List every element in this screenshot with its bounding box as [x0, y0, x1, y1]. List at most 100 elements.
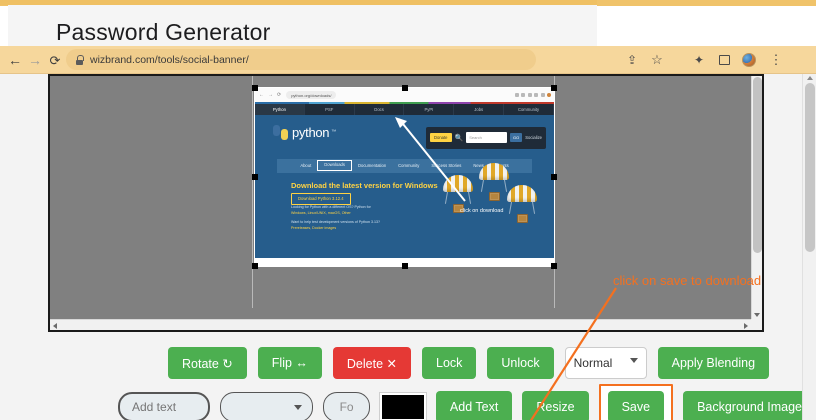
mini-icon-5 — [540, 93, 545, 97]
mini-icon-1 — [514, 93, 519, 97]
mini-browser-toolbar: ← → ⟳ python.org/downloads/ — [255, 88, 554, 102]
blend-mode-select-wrapper[interactable]: Normal — [564, 347, 647, 379]
page-vertical-scroll-thumb[interactable] — [805, 83, 815, 252]
browser-menu-icon[interactable]: ⋮ — [769, 52, 783, 67]
blend-mode-select[interactable]: Normal — [564, 347, 647, 379]
python-subnav-community: Community — [398, 162, 420, 168]
editor-canvas-area[interactable]: ← → ⟳ python.org/downloads/ — [48, 74, 764, 332]
extensions-puzzle-icon[interactable]: ✦ — [693, 53, 705, 67]
forward-icon[interactable]: → — [28, 52, 42, 68]
mini-avatar-icon — [547, 93, 551, 97]
mini-reload-icon: ⟳ — [277, 92, 282, 98]
font-size-input[interactable]: Fo — [323, 392, 371, 420]
python-color-bar — [255, 102, 554, 104]
python-logo-tm: ™ — [331, 128, 337, 135]
resize-handle-middle-left[interactable] — [252, 174, 258, 180]
python-nav-docs: Docs — [355, 103, 405, 115]
scrollbar-corner — [751, 319, 762, 330]
python-subtext-1: Looking for Python with a different OS? … — [291, 204, 371, 209]
python-nav-pypi: PyPI — [404, 103, 455, 115]
orange-annotation-text: click on save to download — [613, 273, 762, 288]
canvas-guide-left — [252, 76, 253, 308]
mini-toolbar-icons — [514, 93, 551, 97]
python-nav-python: Python — [255, 103, 305, 115]
canvas-horizontal-scrollbar[interactable] — [50, 319, 751, 330]
resize-handle-bottom-center[interactable] — [401, 263, 408, 269]
password-generator-overlay: Password Generator — [8, 5, 597, 46]
tab-strip-left-segment — [0, 0, 597, 5]
apply-blending-button[interactable]: Apply Blending — [657, 347, 770, 379]
mini-icon-4 — [534, 93, 538, 97]
resize-handle-top-center[interactable] — [401, 85, 408, 91]
python-top-nav: Python PSF Docs PyPI Jobs Community — [255, 103, 554, 115]
browser-tab-strip — [0, 0, 816, 6]
parachute-graphic-3 — [507, 184, 537, 223]
canvas-vertical-scroll-thumb[interactable] — [753, 77, 762, 253]
python-hero: python ™ Donate 🔍 Search GO Socialize — [255, 114, 554, 258]
search-icon: 🔍 — [454, 134, 464, 142]
mini-address-bar: python.org/downloads/ — [286, 91, 337, 99]
page-title: Password Generator — [56, 19, 271, 45]
selected-image[interactable]: ← → ⟳ python.org/downloads/ — [252, 85, 557, 269]
white-annotation-text: click on download — [460, 207, 504, 214]
reload-icon[interactable]: ⟳ — [49, 52, 61, 68]
back-icon[interactable]: ← — [8, 52, 22, 68]
background-image-button[interactable]: Background Image — [683, 391, 816, 420]
python-socialize-link: Socialize — [525, 135, 542, 140]
chevron-left-icon[interactable] — [53, 323, 57, 329]
python-subnav-success-stories: Success Stories — [431, 162, 462, 168]
python-sub-nav: About Downloads Documentation Community … — [277, 158, 532, 173]
flip-button[interactable]: Flip ↔ — [257, 347, 322, 379]
cast-icon[interactable] — [715, 51, 733, 69]
font-family-select[interactable] — [220, 392, 314, 420]
delete-button[interactable]: Delete ✕ — [332, 347, 411, 379]
canvas-workspace[interactable]: ← → ⟳ python.org/downloads/ — [50, 76, 761, 319]
resize-handle-top-left[interactable] — [252, 85, 258, 91]
chevron-up-icon[interactable] — [806, 76, 813, 80]
python-headline: Download the latest version for Windows — [291, 180, 438, 190]
add-text-button[interactable]: Add Text — [435, 391, 513, 420]
resize-button[interactable]: Resize — [522, 391, 589, 420]
chevron-down-icon[interactable] — [754, 313, 760, 317]
python-nav-community: Community — [504, 103, 554, 115]
avatar[interactable] — [740, 51, 758, 69]
resize-handle-middle-right[interactable] — [551, 174, 557, 180]
save-button-highlight: Save — [598, 384, 674, 420]
canvas-guide-right — [554, 76, 555, 308]
bookmark-star-icon[interactable]: ☆ — [651, 52, 663, 67]
mini-icon-2 — [521, 93, 525, 97]
share-icon[interactable]: ⇪ — [626, 53, 638, 67]
white-arrow-annotation — [395, 116, 466, 202]
python-subtext-4: Prereleases, Docker images — [291, 225, 337, 230]
address-bar-url: wizbrand.com/tools/social-banner/ — [90, 53, 249, 66]
canvas-vertical-scrollbar[interactable] — [751, 76, 762, 319]
python-nav-jobs: Jobs — [454, 103, 505, 115]
resize-handle-top-right[interactable] — [551, 85, 557, 91]
image-tools-row: Rotate ↻ Flip ↔ Delete ✕ Lock Unlock Nor… — [0, 340, 816, 386]
save-button[interactable]: Save — [607, 391, 665, 420]
python-download-button: Download Python 3.12.4 — [291, 192, 351, 205]
resize-handle-bottom-left[interactable] — [252, 263, 258, 269]
text-color-swatch[interactable] — [379, 392, 427, 420]
address-bar[interactable]: wizbrand.com/tools/social-banner/ — [66, 49, 536, 70]
chevron-down-icon — [294, 405, 303, 410]
unlock-button[interactable]: Unlock — [487, 347, 554, 379]
python-logo: python ™ — [273, 124, 337, 140]
mini-icon-3 — [527, 93, 532, 97]
page-vertical-scrollbar[interactable] — [802, 74, 816, 420]
python-nav-psf: PSF — [305, 103, 355, 115]
python-subnav-about: About — [300, 162, 312, 168]
python-search-panel: Donate 🔍 Search GO Socialize — [426, 126, 546, 149]
python-search-input: Search — [466, 132, 507, 143]
rotate-button[interactable]: Rotate ↻ — [168, 347, 247, 379]
resize-handle-bottom-right[interactable] — [551, 263, 557, 269]
lock-button[interactable]: Lock — [422, 347, 477, 379]
python-subnav-downloads: Downloads — [317, 160, 352, 171]
python-subnav-news: News — [473, 162, 484, 168]
page-body: ← → ⟳ python.org/downloads/ — [0, 74, 816, 420]
python-subnav-documentation: Documentation — [357, 162, 387, 168]
chevron-right-icon[interactable] — [744, 323, 748, 329]
add-text-input[interactable] — [118, 392, 210, 420]
parachute-graphic-2 — [479, 162, 509, 201]
